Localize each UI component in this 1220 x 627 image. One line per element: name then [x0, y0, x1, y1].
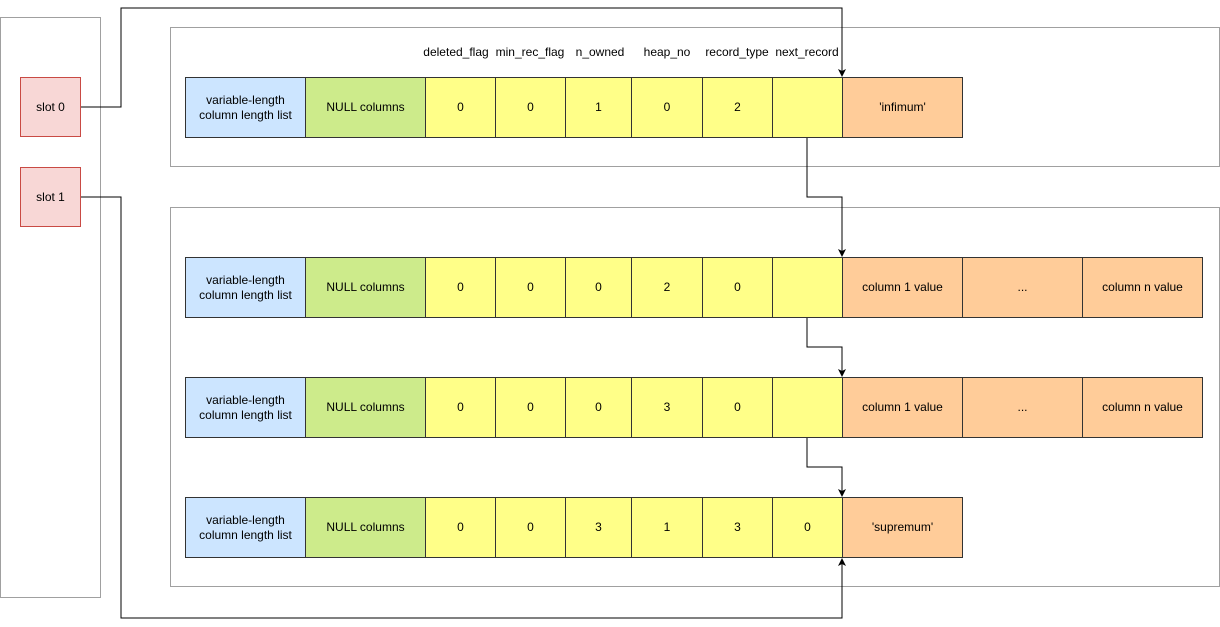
- n-owned-cell: 0: [565, 377, 632, 438]
- deleted-flag-cell: 0: [425, 257, 496, 318]
- min-rec-flag-cell: 0: [495, 377, 566, 438]
- next-record-cell: 0: [772, 497, 843, 558]
- infimum-value-cell: 'infimum': [842, 77, 963, 138]
- varlen-list-cell: variable-length column length list: [185, 377, 306, 438]
- column-1-value-cell: column 1 value: [842, 257, 963, 318]
- slot-1-label: slot 1: [36, 190, 65, 204]
- varlen-list-cell: variable-length column length list: [185, 497, 306, 558]
- varlen-list-cell: variable-length column length list: [185, 257, 306, 318]
- header-next-record: next_record: [775, 45, 839, 59]
- record-type-cell: 0: [702, 257, 773, 318]
- header-heap-no: heap_no: [643, 45, 691, 59]
- null-columns-cell: NULL columns: [305, 257, 426, 318]
- varlen-list-cell: variable-length column length list: [185, 77, 306, 138]
- heap-no-cell: 3: [631, 377, 703, 438]
- min-rec-flag-cell: 0: [495, 497, 566, 558]
- null-columns-cell: NULL columns: [305, 377, 426, 438]
- next-record-cell: [772, 257, 843, 318]
- column-ellipsis-cell: ...: [962, 257, 1083, 318]
- header-deleted-flag: deleted_flag: [423, 45, 489, 59]
- n-owned-cell: 3: [565, 497, 632, 558]
- record-type-cell: 2: [702, 77, 773, 138]
- column-n-value-cell: column n value: [1082, 257, 1203, 318]
- null-columns-cell: NULL columns: [305, 497, 426, 558]
- next-record-cell: [772, 377, 843, 438]
- header-n-owned: n_owned: [575, 45, 625, 59]
- slot-0-pointer-arrow: [81, 7, 846, 108]
- deleted-flag-cell: 0: [425, 377, 496, 438]
- slot-0-label: slot 0: [36, 100, 65, 114]
- column-ellipsis-cell: ...: [962, 377, 1083, 438]
- header-min-rec-flag: min_rec_flag: [495, 45, 565, 59]
- column-n-value-cell: column n value: [1082, 377, 1203, 438]
- next-record-cell: [772, 77, 843, 138]
- next-record-arrow-record-1: [806, 318, 846, 377]
- next-record-arrow-record-2: [806, 438, 846, 497]
- null-columns-cell: NULL columns: [305, 77, 426, 138]
- slot-0: slot 0: [20, 77, 81, 137]
- heap-no-cell: 0: [631, 77, 703, 138]
- n-owned-cell: 1: [565, 77, 632, 138]
- next-record-arrow-infimum: [806, 138, 846, 257]
- column-1-value-cell: column 1 value: [842, 377, 963, 438]
- slot-1: slot 1: [20, 167, 81, 227]
- min-rec-flag-cell: 0: [495, 77, 566, 138]
- header-record-type: record_type: [705, 45, 769, 59]
- n-owned-cell: 0: [565, 257, 632, 318]
- supremum-value-cell: 'supremum': [842, 497, 963, 558]
- min-rec-flag-cell: 0: [495, 257, 566, 318]
- heap-no-cell: 1: [631, 497, 703, 558]
- slot-1-pointer-arrow: [81, 196, 846, 619]
- record-type-cell: 0: [702, 377, 773, 438]
